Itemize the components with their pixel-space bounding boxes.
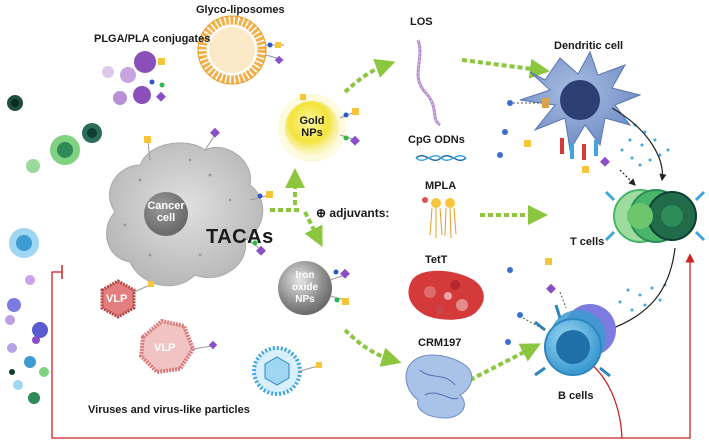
arrow-dc-to-t-curve [611, 107, 667, 182]
cpg-structure [415, 155, 467, 161]
t-cells [604, 189, 706, 243]
vlp-large-label: VLP [154, 342, 176, 354]
tett-structure [408, 270, 484, 320]
left-cells [5, 95, 102, 404]
dc-receptors [560, 138, 598, 160]
cancer-label-line2: cell [156, 212, 176, 224]
iron-label-line3: NPs [295, 294, 315, 305]
tett-label: TetT [425, 254, 448, 266]
bcells-label: B cells [558, 390, 594, 402]
black-arrows [606, 107, 676, 332]
adjuvants-label: ⊕ adjuvants: [316, 206, 390, 220]
vlp-small-label: VLP [106, 293, 128, 305]
crm197-structure [405, 354, 473, 419]
mpla-label: MPLA [425, 180, 457, 192]
green-arrows [270, 58, 550, 382]
tacas-label: TACAs [206, 226, 274, 248]
iron-label-line1: Iron [295, 270, 315, 281]
tcells-label: T cells [570, 236, 605, 248]
glyco-liposomes-label: Glyco-liposomes [196, 4, 285, 16]
gold-nps [278, 94, 360, 162]
dendritic-label: Dendritic cell [554, 40, 624, 52]
los-label: LOS [410, 16, 433, 28]
mpla-structure [422, 197, 457, 239]
gold-label-line2: NPs [301, 127, 323, 139]
arrow-iron-to-crm [343, 328, 402, 367]
los-structure [416, 39, 442, 127]
crm197-label: CRM197 [418, 337, 462, 349]
virus-particle [252, 346, 322, 396]
gold-label-line1: Gold [299, 115, 325, 127]
cancer-cell-label: Cancer cell [140, 200, 192, 224]
arrow-t-to-b-curve [606, 247, 676, 332]
arrow-to-iron [303, 211, 323, 247]
vlp-large [138, 318, 218, 375]
arrow-crm-to-b [469, 343, 541, 382]
iron-oxide-nps [278, 261, 350, 315]
arrow-gold-to-los [343, 58, 396, 94]
cancer-label-line1: Cancer [147, 200, 185, 212]
plga-conjugates [102, 51, 166, 105]
dendritic-cell [497, 50, 642, 173]
glyco-liposome [197, 15, 285, 85]
arrow-los-to-dc [461, 58, 550, 79]
iron-nps-label: Iron oxide NPs [282, 270, 328, 306]
plga-label: PLGA/PLA conjugates [94, 33, 211, 45]
cpg-label: CpG ODNs [408, 134, 465, 146]
iron-label-line2: oxide [291, 282, 319, 293]
gold-nps-label: Gold NPs [288, 115, 336, 139]
viruses-label: Viruses and virus-like particles [88, 404, 250, 416]
vlp-small [100, 279, 154, 319]
cancer-cell [106, 127, 273, 287]
b-cells [505, 258, 616, 378]
arrow-dc-to-t-dash [619, 169, 636, 186]
feedback-line-bottom [51, 258, 691, 439]
